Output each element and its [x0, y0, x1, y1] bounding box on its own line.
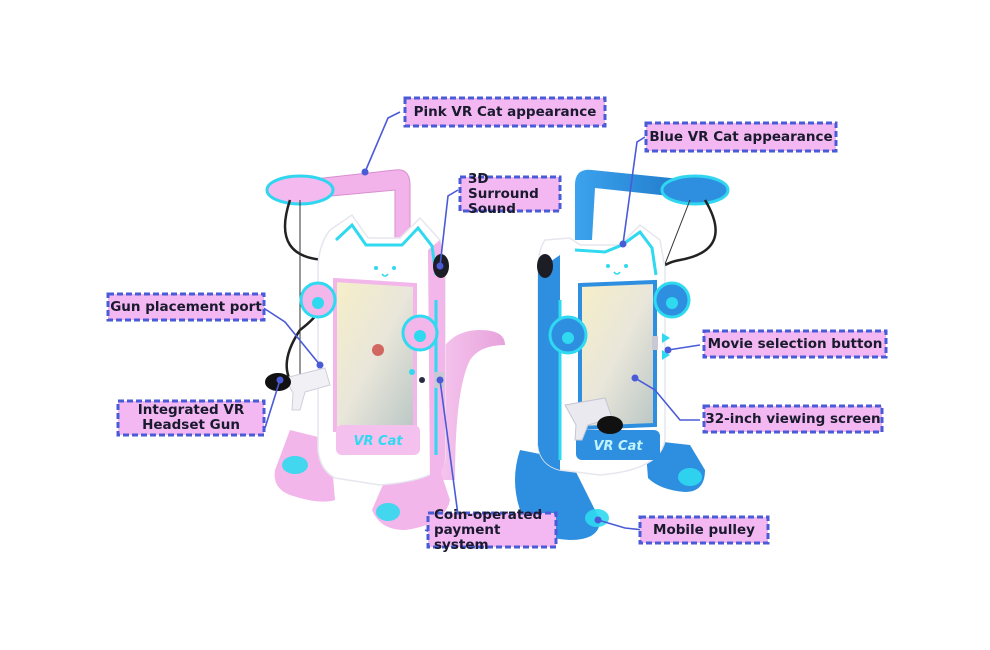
blue-gun: [564, 397, 613, 441]
callout-screen: 32-inch viewing screen: [702, 404, 884, 434]
callout-movie-button-text: Movie selection button: [707, 335, 883, 352]
leader-gun-port: [261, 306, 321, 366]
callout-pulley-text: Mobile pulley: [653, 521, 755, 538]
pink-sign-panel: [336, 425, 420, 455]
blue-vr-cat-machine: VR Cat: [515, 169, 730, 540]
blue-arm-disc: [660, 174, 730, 206]
callout-surround-sound: 3D Surround Sound: [458, 171, 562, 216]
callout-blue-appearance-text: Blue VR Cat appearance: [649, 128, 833, 145]
blue-headset: [597, 416, 623, 434]
blue-sign-text: VR Cat: [593, 439, 643, 454]
leader-screen: [634, 377, 700, 421]
callout-pink-appearance-text: Pink VR Cat appearance: [413, 103, 597, 120]
callout-headset-gun-text: Integrated VR Headset Gun: [137, 402, 245, 433]
leader-blue-appearance: [622, 136, 646, 245]
callout-pulley: Mobile pulley: [638, 515, 770, 545]
callout-coin-payment: Coin-operated payment system: [426, 507, 558, 552]
callout-blue-appearance: Blue VR Cat appearance: [644, 121, 838, 153]
callout-gun-port-text: Gun placement port: [110, 298, 262, 315]
callout-surround-sound-text: 3D Surround Sound: [468, 170, 539, 217]
leader-surround-sound: [439, 189, 459, 267]
leader-movie-button: [667, 344, 701, 351]
callout-movie-button: Movie selection button: [702, 329, 888, 359]
callout-coin-payment-text: Coin-operated payment system: [434, 506, 543, 553]
pink-arm-disc: [265, 174, 335, 206]
callout-headset-gun: Integrated VR Headset Gun: [116, 399, 266, 437]
pink-gun: [284, 367, 331, 411]
leader-headset-gun: [264, 379, 281, 429]
callout-gun-port: Gun placement port: [106, 292, 266, 322]
callout-screen-text: 32-inch viewing screen: [705, 410, 881, 427]
pink-sign-text: VR Cat: [353, 434, 403, 449]
pink-vr-cat-machine: VR Cat: [265, 169, 505, 530]
blue-sign-panel: [576, 430, 660, 460]
callout-pink-appearance: Pink VR Cat appearance: [403, 96, 607, 128]
blue-speaker: [537, 254, 553, 278]
leader-pulley: [597, 519, 644, 531]
blue-screen: [578, 279, 657, 431]
leader-pink-appearance: [364, 111, 401, 173]
